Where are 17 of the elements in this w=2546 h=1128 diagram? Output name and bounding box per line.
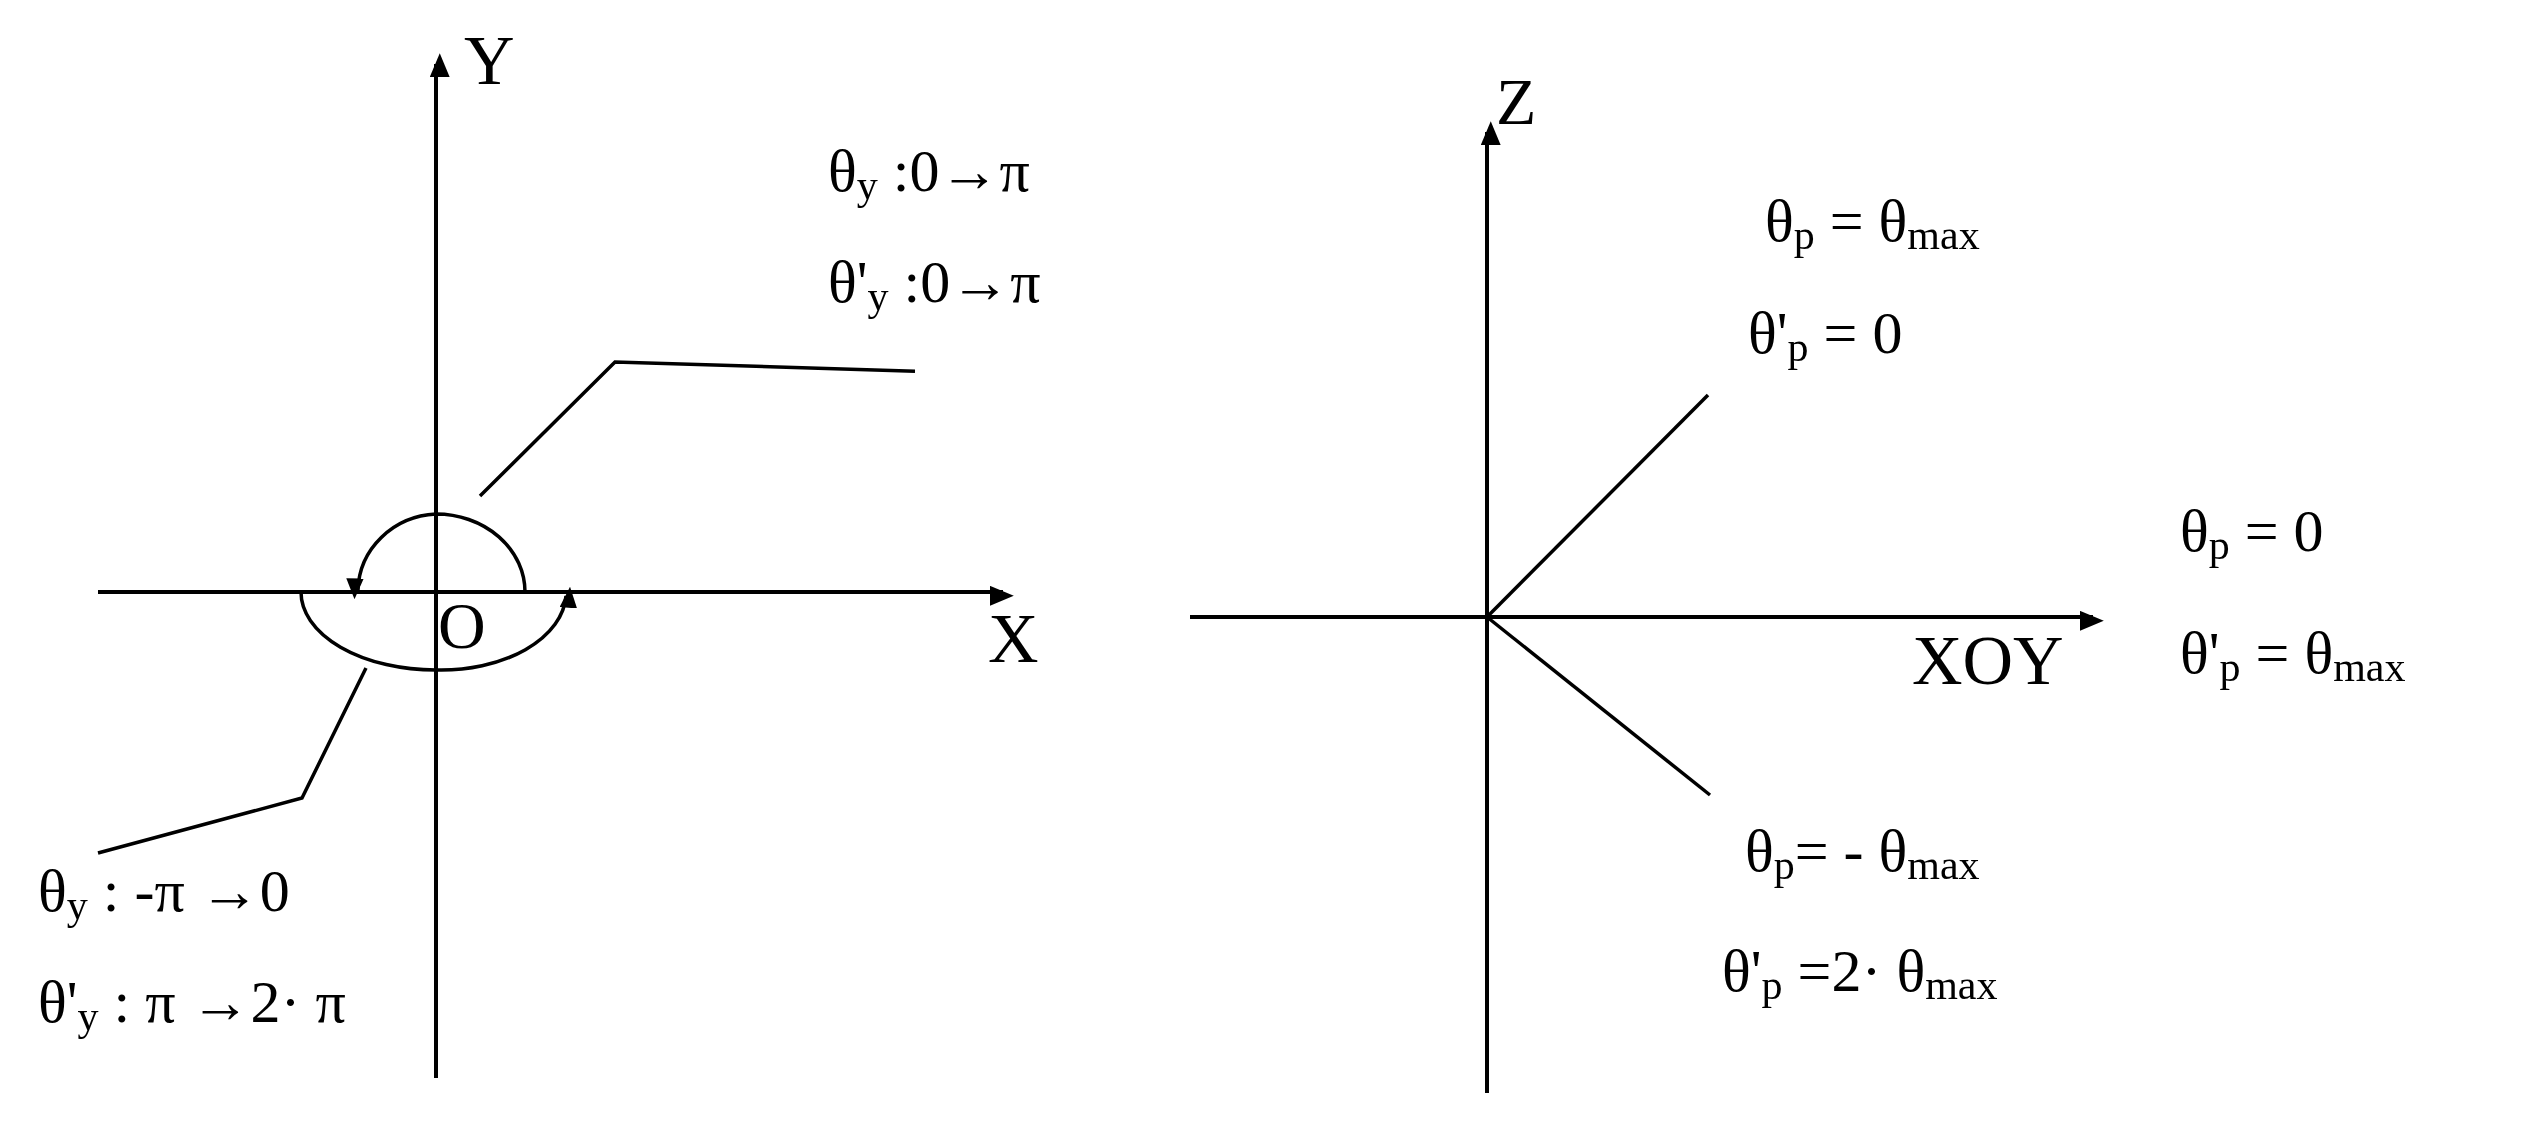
- angle-value-text: θ'$_{p}$ = θ$_{max}$: [2180, 620, 2406, 691]
- axis-label: X: [988, 600, 1039, 677]
- angle-value-text: θ'$_{p}$ =2· θ$_{max}$: [1722, 938, 1998, 1009]
- angle-value-text: θ$_{p}$ = 0: [2180, 498, 2324, 569]
- angle-range-text: θ$_{y}$ :0→π: [828, 138, 1031, 209]
- angle-range-text: θ$_{y}$ : -π →0: [38, 858, 291, 929]
- angle-value-text: θ'$_{p}$ = 0: [1748, 300, 1903, 371]
- axis-label: Y: [464, 22, 515, 99]
- angle-value-text: θ$_{p}$ = θ$_{max}$: [1765, 188, 1980, 259]
- angle-value-text: θ$_{p}$= - θ$_{max}$: [1745, 818, 1980, 889]
- leader-line: [478, 360, 916, 498]
- angle-range-text: θ'$_{y}$ : π →2· π: [38, 968, 346, 1040]
- leader-line: [97, 667, 368, 855]
- axis-label: XOY: [1912, 622, 2064, 699]
- angle-range-text: θ'$_{y}$ :0→π: [828, 248, 1041, 320]
- origin-label: O: [438, 590, 486, 663]
- axis-label: Z: [1496, 66, 1537, 139]
